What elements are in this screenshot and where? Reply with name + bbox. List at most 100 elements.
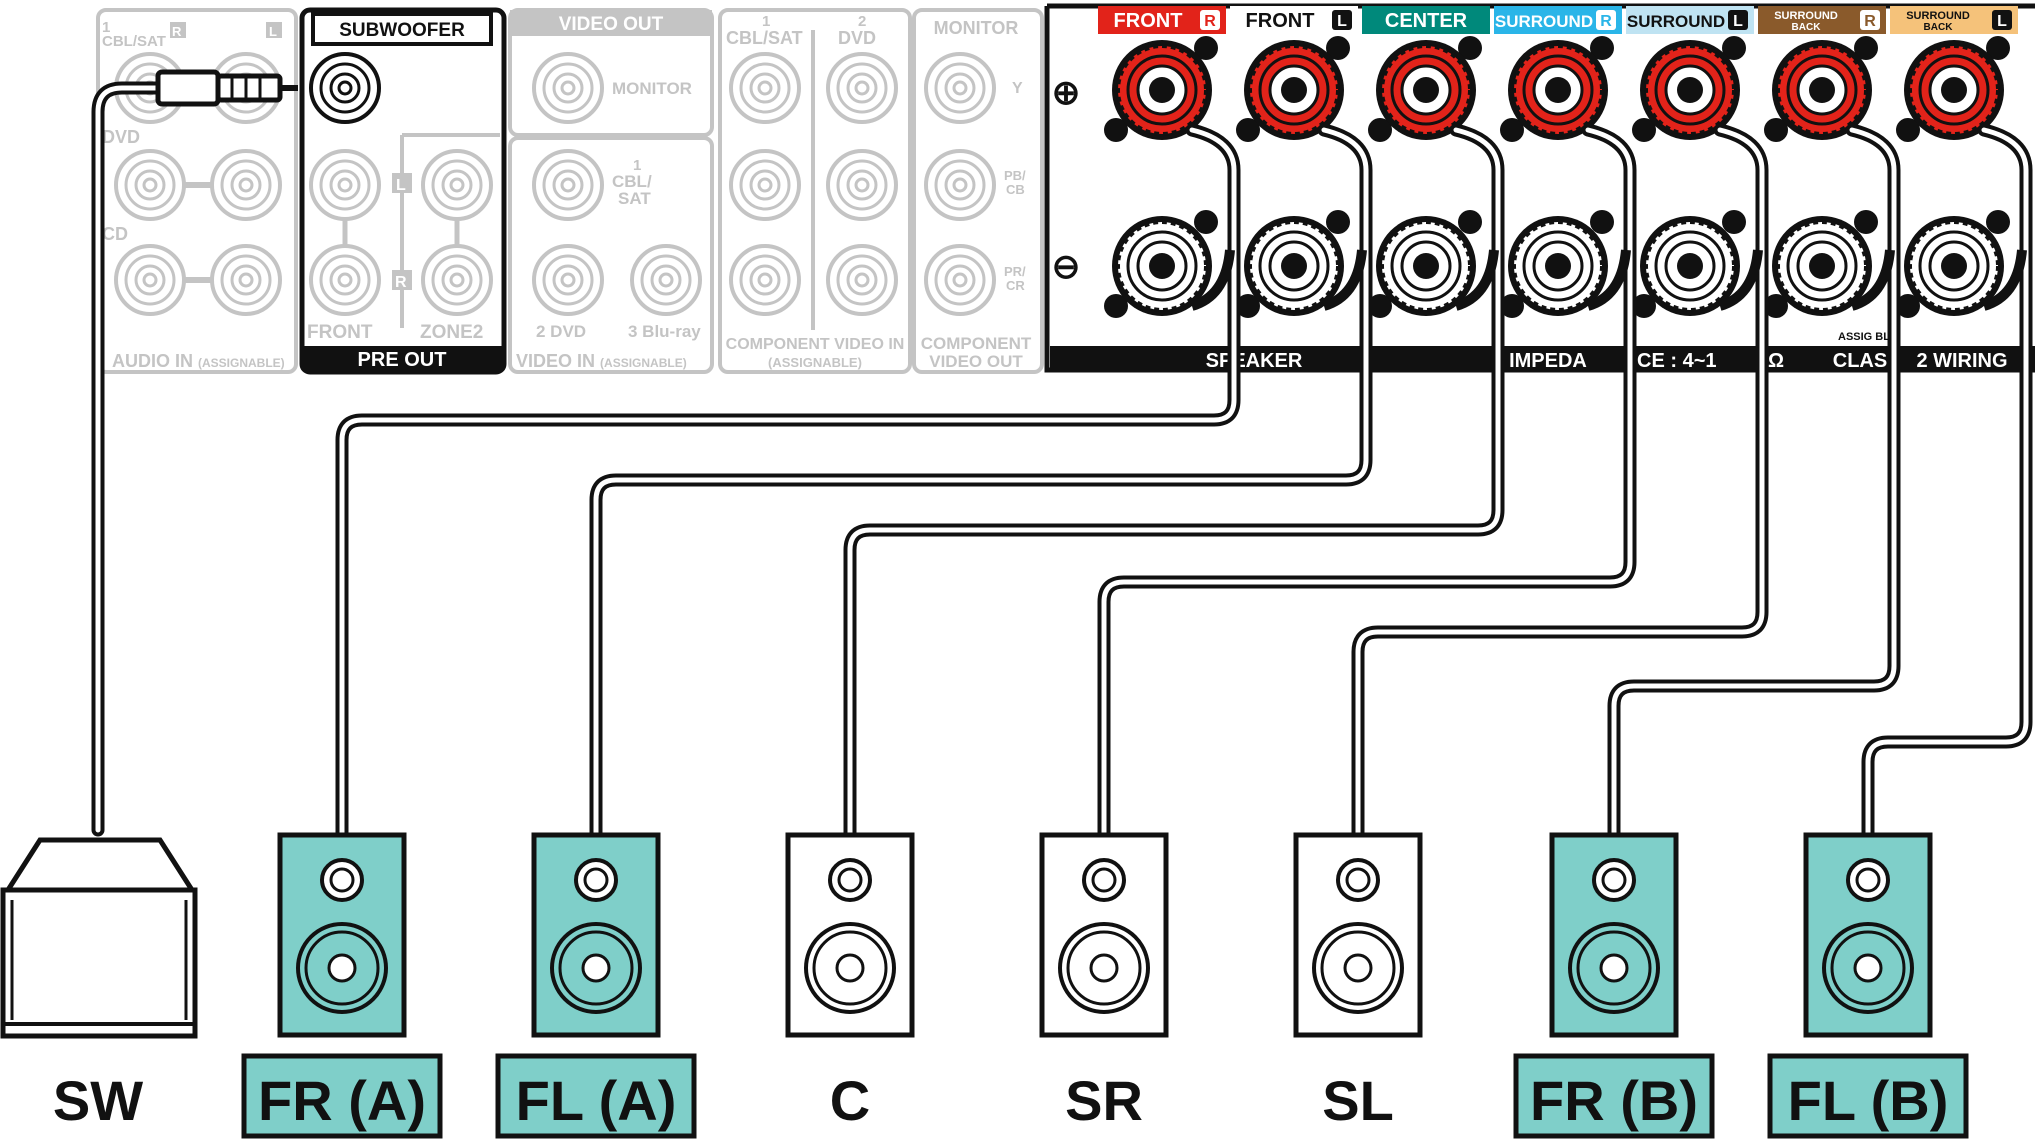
terminal-header-2-label: FRONT bbox=[1246, 10, 1315, 32]
speaker-footer-segment-3: ICE : 4~1 bbox=[1631, 350, 1716, 372]
pre-out-zone2-label: ZONE2 bbox=[420, 322, 483, 343]
tweeter-icon-2 bbox=[320, 858, 364, 902]
component-in-cbl-sat-label: CBL/SAT bbox=[726, 28, 803, 48]
terminal-header-4-badge: R bbox=[1600, 13, 1612, 30]
component-out-cb-label: CB bbox=[1006, 182, 1025, 197]
terminal-header-7-badge-bg bbox=[1992, 10, 2012, 30]
video-in-num-1: 1 bbox=[633, 157, 641, 174]
subwoofer-out-jack[interactable] bbox=[309, 52, 381, 124]
subwoofer-body bbox=[0, 887, 198, 1039]
component-in-1-pr-jack[interactable] bbox=[729, 244, 801, 316]
pre-out-front-r-jack[interactable] bbox=[309, 244, 381, 316]
subwoofer-out-label: SUBWOOFER bbox=[339, 20, 465, 41]
video-in-bluray-jack[interactable] bbox=[630, 244, 702, 316]
pre-out-l-badge: L bbox=[396, 177, 406, 194]
terminal-header-6-label: SURROUND bbox=[1774, 10, 1838, 22]
pre-out-zone2-r-jack[interactable] bbox=[421, 244, 493, 316]
device-8: FL (B) bbox=[1767, 832, 1969, 1139]
speaker-wire-inner-5 bbox=[1355, 127, 1765, 843]
terminal-header-5-label: SURROUND bbox=[1627, 12, 1725, 31]
tweeter-icon-8 bbox=[1846, 858, 1890, 902]
speaker-footer-segment-5: CLAS bbox=[1833, 350, 1887, 372]
terminal-7 bbox=[1896, 36, 2010, 318]
wires bbox=[335, 123, 2033, 847]
video-in-footer: VIDEO IN (ASSIGNABLE) bbox=[516, 351, 687, 371]
device-label-box-8 bbox=[1767, 1053, 1969, 1139]
component-in-2-pr-jack[interactable] bbox=[826, 244, 898, 316]
speaker-footer-segment-2: IMPEDA bbox=[1509, 350, 1587, 372]
terminal-header-2-badge-bg bbox=[1332, 10, 1352, 30]
terminal-header-4-label: SURROUND bbox=[1495, 12, 1593, 31]
rca-plug-sleeve bbox=[215, 73, 283, 103]
component-out-footer-2: VIDEO OUT bbox=[929, 352, 1023, 371]
component-in-2-y-jack[interactable] bbox=[826, 52, 898, 124]
terminal-header-1-badge: R bbox=[1204, 13, 1216, 30]
device-label-2: FR (A) bbox=[258, 1069, 426, 1132]
terminal-header-6-label-2: BACK bbox=[1792, 22, 1822, 33]
speaker-wire-inner-6 bbox=[1611, 127, 1897, 843]
speaker-wire-neg-3 bbox=[1454, 249, 1499, 311]
device-3: FL (A) bbox=[495, 832, 697, 1139]
component-in-section: 1 2 CBL/SAT DVD COMPONENT VIDEO IN (ASSI… bbox=[718, 8, 912, 374]
terminal-header-6-badge: R bbox=[1864, 13, 1876, 30]
audio-in-num-1: 1 bbox=[102, 19, 110, 36]
video-in-dvd-jack[interactable] bbox=[532, 244, 604, 316]
terminal-3 bbox=[1368, 36, 1482, 318]
pre-out-section: SUBWOOFER L R FRONT ZONE2 PRE OUT bbox=[299, 7, 507, 375]
speaker-wire-inner-7 bbox=[1865, 127, 2029, 843]
device-label-box-3 bbox=[495, 1053, 697, 1139]
component-out-pr-jack[interactable] bbox=[924, 244, 996, 316]
component-in-1-pb-jack[interactable] bbox=[729, 149, 801, 221]
audio-in-cbl-sat-label: CBL/SAT bbox=[102, 33, 166, 50]
terminal-6 bbox=[1764, 36, 1878, 318]
pre-out-front-jacks bbox=[309, 149, 493, 316]
audio-in-r-badge: R bbox=[172, 24, 182, 39]
video-out-monitor-jack[interactable] bbox=[532, 52, 604, 124]
terminal-5 bbox=[1632, 36, 1746, 318]
terminal-header-2-badge: L bbox=[1337, 13, 1347, 30]
minus-symbol: ⊖ bbox=[1052, 248, 1081, 286]
component-out-section: MONITOR Y PB/ CB PR/ CR COMPONENT VIDEO … bbox=[912, 8, 1044, 374]
terminal-header-5-badge-bg bbox=[1728, 10, 1748, 30]
terminal-header-7-badge: L bbox=[1997, 13, 2007, 30]
pre-out-front-l-jack[interactable] bbox=[309, 149, 381, 221]
assignable-text: ASSIG BLE bbox=[1838, 331, 1897, 343]
audio-in-cd-r-jack[interactable] bbox=[114, 244, 186, 316]
terminal-1 bbox=[1104, 36, 1218, 318]
component-out-y-jack[interactable] bbox=[924, 52, 996, 124]
video-in-cbl-jack[interactable] bbox=[532, 149, 604, 221]
component-in-1-y-jack[interactable] bbox=[729, 52, 801, 124]
speaker-wire-neg-4 bbox=[1586, 249, 1631, 311]
terminal-2 bbox=[1236, 36, 1350, 318]
tweeter-icon-4 bbox=[828, 858, 872, 902]
component-in-2-pb-jack[interactable] bbox=[826, 149, 898, 221]
device-6: SL bbox=[1293, 832, 1423, 1132]
component-out-pr-label: PR/ bbox=[1004, 264, 1026, 279]
audio-in-cd-l-jack[interactable] bbox=[210, 244, 282, 316]
device-label-4: C bbox=[830, 1069, 870, 1132]
device-7: FR (B) bbox=[1513, 832, 1715, 1139]
pre-out-zone2-l-jack[interactable] bbox=[421, 149, 493, 221]
audio-in-dvd-l-jack[interactable] bbox=[210, 149, 282, 221]
terminal-header-7-label: SURROUND bbox=[1906, 10, 1970, 22]
component-in-footer-2: (ASSIGNABLE) bbox=[768, 355, 862, 370]
device-1: SW bbox=[0, 837, 198, 1132]
pre-out-l-badge-bg bbox=[392, 173, 412, 193]
video-in-bluray-label: 3 Blu-ray bbox=[628, 322, 701, 341]
tweeter-icon-6 bbox=[1336, 858, 1380, 902]
terminal-header-4-badge-bg bbox=[1596, 10, 1616, 30]
audio-in-footer: AUDIO IN (ASSIGNABLE) bbox=[112, 351, 285, 371]
component-out-pb-jack[interactable] bbox=[924, 149, 996, 221]
audio-in-dvd-label: DVD bbox=[102, 127, 140, 147]
device-4: C bbox=[785, 832, 915, 1132]
terminal-4 bbox=[1500, 36, 1614, 318]
speaker-wire-inner-2 bbox=[593, 127, 1369, 843]
device-label-5: SR bbox=[1065, 1069, 1143, 1132]
pre-out-front-label: FRONT bbox=[307, 322, 373, 343]
speaker-wire-inner-3 bbox=[847, 127, 1501, 843]
terminal-header-5-badge: L bbox=[1733, 13, 1743, 30]
audio-in-dvd-r-jack[interactable] bbox=[114, 149, 186, 221]
terminal-header-1-label: FRONT bbox=[1114, 10, 1183, 32]
